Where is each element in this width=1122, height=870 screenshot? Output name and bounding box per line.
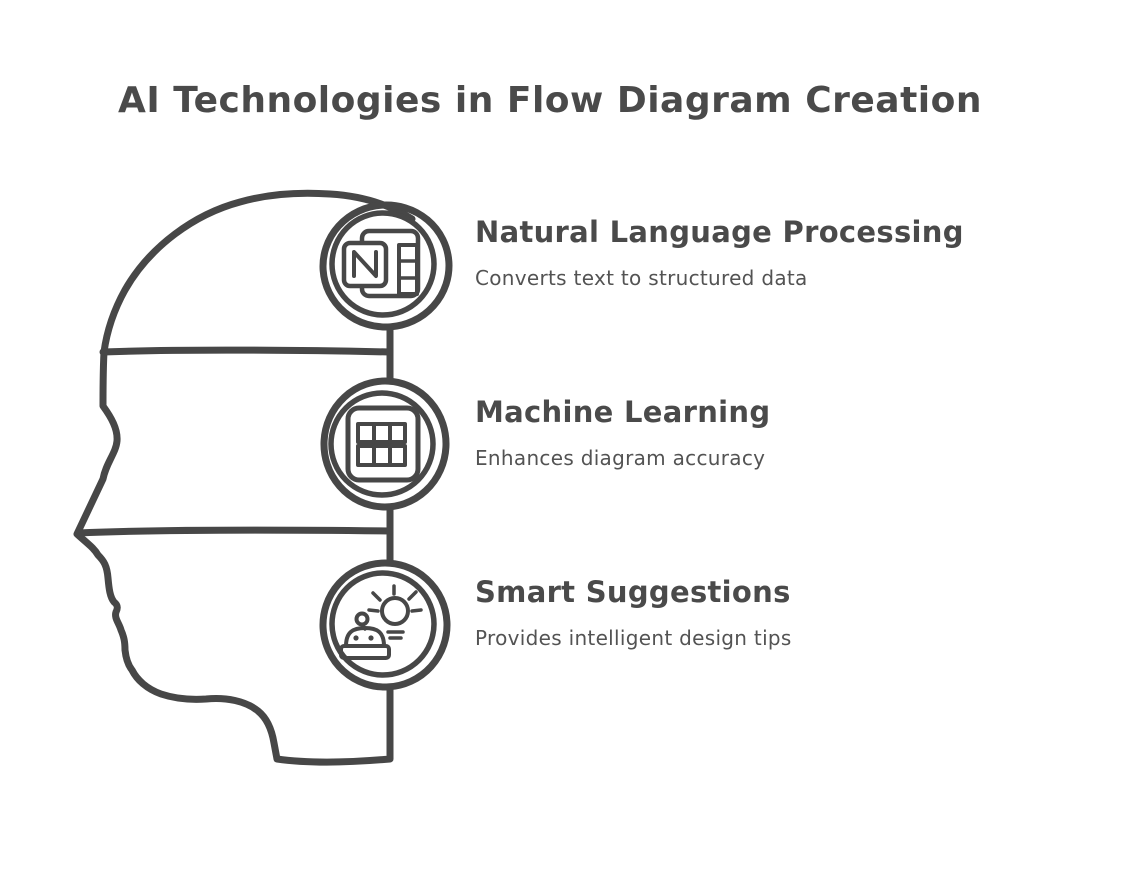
letter-n-glyph	[352, 250, 378, 278]
nlp-badge-outer-ring	[319, 201, 453, 331]
divider-line-top	[99, 346, 394, 356]
divider-line-bottom	[74, 526, 394, 537]
ml-badge	[320, 377, 450, 511]
ml-badge-inner-ring	[328, 390, 436, 498]
item-description: Provides intelligent design tips	[475, 626, 792, 651]
item-heading: Smart Suggestions	[475, 575, 791, 609]
ml-badge-outer-ring	[320, 377, 450, 511]
list-item-nlp: Natural Language Processing Converts tex…	[475, 215, 1035, 291]
suggestions-badge-inner-ring	[329, 570, 437, 678]
item-description: Converts text to structured data	[475, 266, 808, 291]
notebook-n-icon	[341, 228, 421, 299]
suggestions-badge	[319, 559, 451, 691]
item-heading: Natural Language Processing	[475, 215, 964, 249]
nlp-badge-inner-ring	[329, 210, 437, 318]
page-title: AI Technologies in Flow Diagram Creation	[118, 80, 982, 121]
item-heading: Machine Learning	[475, 395, 771, 429]
table-grid-icon	[345, 405, 421, 483]
nlp-badge	[319, 201, 453, 331]
robot-lightbulb-icon	[339, 584, 423, 660]
list-item-ml: Machine Learning Enhances diagram accura…	[475, 395, 1035, 471]
suggestions-badge-outer-ring	[319, 559, 451, 691]
item-description: Enhances diagram accuracy	[475, 446, 766, 471]
head-outline	[73, 189, 416, 766]
list-item-suggestions: Smart Suggestions Provides intelligent d…	[475, 575, 1035, 651]
